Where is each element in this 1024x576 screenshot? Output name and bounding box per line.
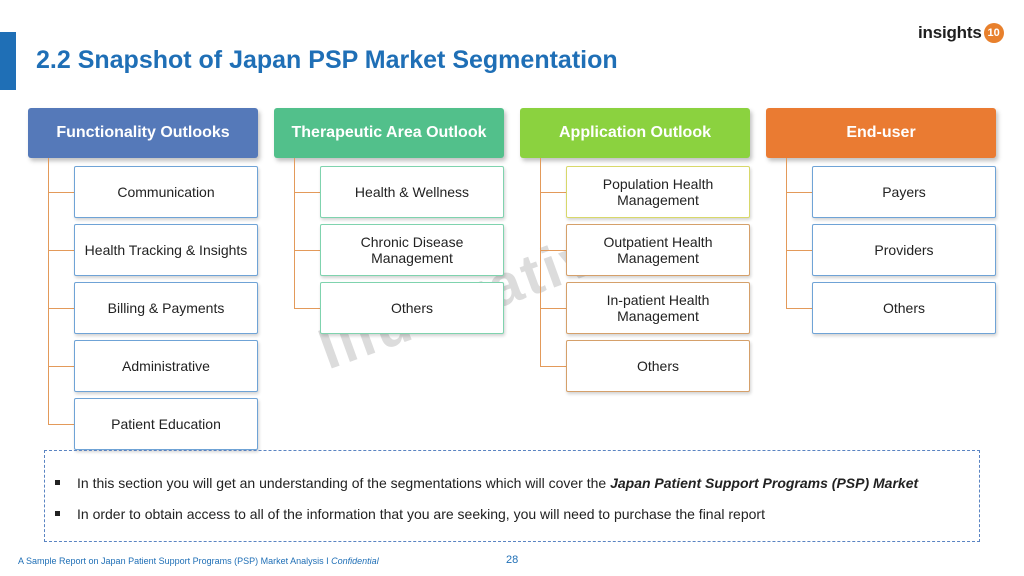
tree-connector-branch [540,192,566,193]
footer-report-name: A Sample Report on Japan Patient Support… [18,556,332,566]
tree-connector-branch [540,308,566,309]
logo-text: insights [918,23,982,42]
segment-item-in-patient-health-management: In-patient Health Management [566,282,750,334]
segment-item-outpatient-health-management: Outpatient Health Management [566,224,750,276]
bullet-icon [55,511,60,516]
tree-connector-branch [540,366,566,367]
tree-connector-branch [294,192,320,193]
note-1-emphasis: Japan Patient Support Programs (PSP) Mar… [610,475,919,491]
logo-badge: 10 [983,23,1004,43]
page-title: 2.2 Snapshot of Japan PSP Market Segment… [36,46,618,74]
tree-connector-branch [294,250,320,251]
segment-item-communication: Communication [74,166,258,218]
segment-item-others: Others [566,340,750,392]
page-number: 28 [506,554,519,566]
tree-connector-trunk [294,158,295,308]
tree-connector-branch [540,250,566,251]
footer-text: A Sample Report on Japan Patient Support… [18,556,379,566]
segment-item-others: Others [320,282,504,334]
segment-header-functionality-outlooks: Functionality Outlooks [28,108,258,158]
tree-connector-branch [48,308,74,309]
tree-connector-trunk [48,158,49,424]
tree-connector-trunk [786,158,787,308]
segment-item-chronic-disease-management: Chronic Disease Management [320,224,504,276]
bullet-icon [55,480,60,485]
segment-item-providers: Providers [812,224,996,276]
segment-item-health-tracking-and-insights: Health Tracking & Insights [74,224,258,276]
tree-connector-branch [48,424,74,425]
segment-item-patient-education: Patient Education [74,398,258,450]
title-accent-bar [0,32,16,90]
segment-item-billing-and-payments: Billing & Payments [74,282,258,334]
tree-connector-branch [48,250,74,251]
segment-item-health-and-wellness: Health & Wellness [320,166,504,218]
note-2-text: In order to obtain access to all of the … [77,506,765,522]
tree-connector-branch [294,308,320,309]
note-1-text: In this section you will get an understa… [77,475,611,491]
tree-connector-branch [48,192,74,193]
insights10-logo: insights 10 [918,22,1004,44]
tree-connector-branch [786,250,812,251]
tree-connector-branch [786,192,812,193]
segment-header-application-outlook: Application Outlook [520,108,750,158]
tree-connector-branch [48,366,74,367]
segment-header-end-user: End-user [766,108,996,158]
tree-connector-trunk [540,158,541,366]
footer-confidential: Confidential [331,556,379,566]
note-line-1: In this section you will get an understa… [55,475,919,491]
notes-box: In this section you will get an understa… [44,450,980,542]
segment-item-payers: Payers [812,166,996,218]
segment-item-others: Others [812,282,996,334]
segment-header-therapeutic-area-outlook: Therapeutic Area Outlook [274,108,504,158]
segment-item-population-health-management: Population Health Management [566,166,750,218]
tree-connector-branch [786,308,812,309]
note-line-2: In order to obtain access to all of the … [55,506,765,522]
segment-item-administrative: Administrative [74,340,258,392]
